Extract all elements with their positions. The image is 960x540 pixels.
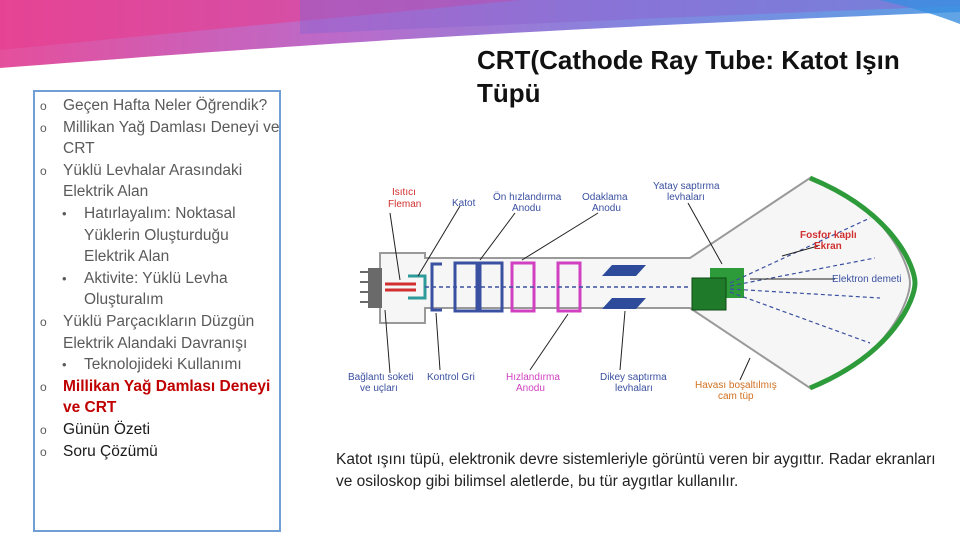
outline-item: o Soru Çözümü xyxy=(40,441,280,463)
svg-text:Anodu: Anodu xyxy=(516,383,545,394)
outline-item: o Günün Özeti xyxy=(40,419,280,441)
label-on-hizlandirma: Ön hızlandırma xyxy=(493,191,562,203)
vertical-plate-top xyxy=(602,265,646,276)
description-text: Katot ışını tüpü, elektronik devre siste… xyxy=(336,451,936,490)
horizontal-plate-front xyxy=(691,277,727,311)
label-odaklama: Odaklama xyxy=(582,192,628,203)
crt-diagram: Isıtıcı Fleman Katot Ön hızlandırma Anod… xyxy=(348,175,918,402)
glass-tube xyxy=(379,176,912,390)
outline-item-text: Yüklü Levhalar Arasındaki Elektrik Alan xyxy=(63,161,243,201)
label-fosfor: Fosfor kaplı xyxy=(800,230,857,241)
label-dikey: Dikey saptırma xyxy=(600,372,667,383)
bullet-icon: o xyxy=(40,314,47,329)
bullet-icon: • xyxy=(62,205,67,221)
vertical-plate-bottom xyxy=(602,298,646,309)
svg-text:Anodu: Anodu xyxy=(512,203,541,214)
outline-item: o Yüklü Parçacıkların Düzgün Elektrik Ala… xyxy=(40,311,280,354)
label-baglanti: Bağlantı soketi xyxy=(348,372,414,383)
outline-item: o Yüklü Levhalar Arasındaki Elektrik Alan xyxy=(40,160,280,203)
outline-item-text: Geçen Hafta Neler Öğrendik? xyxy=(63,97,268,114)
svg-text:cam tüp: cam tüp xyxy=(718,391,754,402)
outline-item: • Teknolojideki Kullanımı xyxy=(40,354,280,376)
label-yatay: Yatay saptırma xyxy=(653,181,720,192)
outline-item-text: Günün Özeti xyxy=(63,420,151,438)
outline-item: o Geçen Hafta Neler Öğrendik? xyxy=(40,95,280,117)
svg-text:Ekran: Ekran xyxy=(814,241,842,252)
outline-item-text: Hatırlayalım: Noktasal Yüklerin Oluşturd… xyxy=(84,204,236,266)
bullet-icon: o xyxy=(40,99,47,113)
outline-item-text: Millikan Yağ Damlası Deneyi ve CRT xyxy=(63,377,271,417)
phosphor-screen xyxy=(809,175,918,391)
outline-item: o Millikan Yağ Damlası Deneyi ve CRT xyxy=(40,376,280,419)
bullet-icon: o xyxy=(40,163,47,178)
svg-text:levhaları: levhaları xyxy=(615,383,653,394)
outline-item: o Millikan Yağ Damlası Deneyi ve CRT xyxy=(40,117,280,160)
slide-title: CRT(Cathode Ray Tube: Katot Işın Tüpü xyxy=(477,45,900,108)
outline-item-text: Aktivite: Yüklü Levha Oluşturalım xyxy=(84,269,228,309)
label-katot: Katot xyxy=(452,198,476,209)
decorative-header-band xyxy=(0,0,960,68)
label-elektron: Elektron demeti xyxy=(832,274,901,285)
label-fleman: Fleman xyxy=(388,199,421,210)
outline-item: • Aktivite: Yüklü Levha Oluşturalım xyxy=(40,268,280,311)
bullet-icon: o xyxy=(40,120,47,135)
label-havasi: Havası boşaltılmış xyxy=(695,380,777,391)
label-isitici: Isıtıcı xyxy=(392,187,416,198)
outline-item: • Hatırlayalım: Noktasal Yüklerin Oluştur… xyxy=(40,203,280,268)
label-kontrol: Kontrol Gri xyxy=(427,372,475,383)
socket xyxy=(368,268,382,308)
bullet-icon: • xyxy=(62,270,67,286)
bullet-icon: o xyxy=(40,379,47,394)
outline-item-text: Millikan Yağ Damlası Deneyi ve CRT xyxy=(63,118,280,158)
outline-item-text: Soru Çözümü xyxy=(63,442,158,460)
svg-text:ve uçları: ve uçları xyxy=(360,383,398,394)
svg-text:levhaları: levhaları xyxy=(667,192,705,203)
bullet-icon: o xyxy=(40,422,47,437)
outline-item-text: Yüklü Parçacıkların Düzgün Elektrik Alan… xyxy=(63,312,255,352)
bullet-icon: o xyxy=(40,444,47,459)
label-hizlandirma: Hızlandırma xyxy=(506,372,560,383)
outline-item-text: Teknolojideki Kullanımı xyxy=(84,356,242,374)
svg-text:Anodu: Anodu xyxy=(592,203,621,214)
bullet-icon: • xyxy=(62,357,67,373)
outline-panel xyxy=(33,90,281,532)
